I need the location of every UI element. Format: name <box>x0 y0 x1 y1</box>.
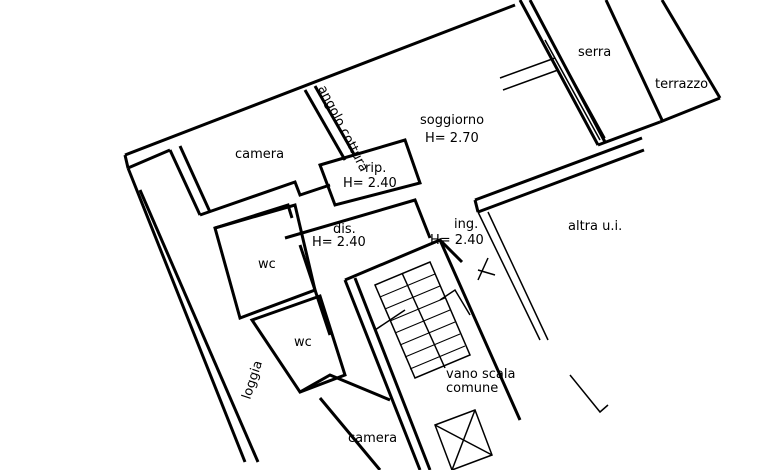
label-camera-top: camera <box>235 147 284 162</box>
elevator-shaft <box>434 409 493 470</box>
label-ing: ing. <box>454 217 478 232</box>
greenhouse-details <box>477 37 606 281</box>
label-wc-1: wc <box>258 257 276 272</box>
label-terrazzo: terrazzo <box>655 77 708 92</box>
outer-walls <box>123 0 722 463</box>
interior-walls <box>168 85 522 470</box>
label-serra: serra <box>578 45 611 60</box>
label-dis: dis. <box>333 222 356 237</box>
label-rip: rip. <box>365 161 386 176</box>
staircase <box>374 261 471 379</box>
label-loggia: loggia <box>240 359 267 401</box>
label-vano-scala: vano scala <box>446 367 515 382</box>
label-camera-bottom: camera <box>348 431 397 446</box>
label-comune: comune <box>446 381 498 396</box>
label-soggiorno: soggiorno <box>420 113 484 128</box>
label-ing-height: H= 2.40 <box>430 233 484 248</box>
label-dis-height: H= 2.40 <box>312 235 366 250</box>
label-rip-height: H= 2.40 <box>343 176 397 191</box>
label-soggiorno-height: H= 2.70 <box>425 131 479 146</box>
label-angolo-cottura: angolo cottura <box>314 83 370 174</box>
other-unit-walls <box>473 136 645 414</box>
label-wc-2: wc <box>294 335 312 350</box>
label-altra-ui: altra u.i. <box>568 219 622 234</box>
